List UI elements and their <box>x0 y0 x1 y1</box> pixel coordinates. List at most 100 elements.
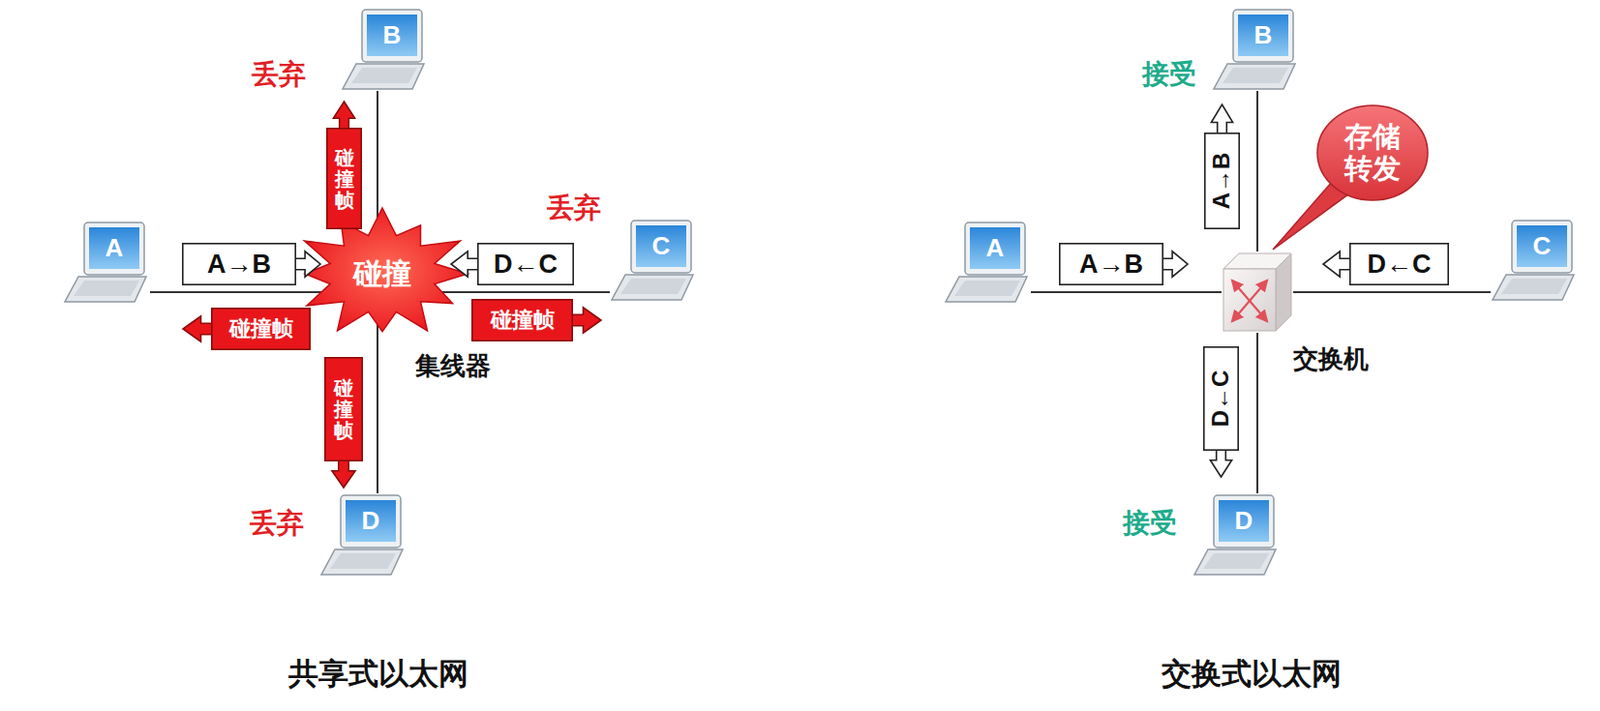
switch-arrow <box>1232 280 1250 302</box>
switch-front <box>1223 269 1276 332</box>
frame-text: A→B <box>1208 152 1237 211</box>
laptop-keyboard <box>620 278 687 295</box>
laptop-base <box>1194 549 1276 575</box>
computer-letter: C <box>1533 231 1552 262</box>
computer: D <box>319 493 407 577</box>
status-label: 接受 <box>1142 56 1197 93</box>
frame-body: 碰撞帧 <box>324 357 363 462</box>
network-cable <box>1293 291 1491 294</box>
frame-body: A→B <box>1204 132 1240 230</box>
laptop-keyboard <box>73 280 140 297</box>
collision-burst: 碰撞 <box>290 206 475 342</box>
laptop-bezel <box>1511 220 1572 273</box>
switch-label-area: 交换机 <box>1293 342 1369 377</box>
collision-frame-text: 碰撞帧 <box>333 377 354 442</box>
frame-arrow: D←C <box>1322 242 1450 286</box>
hub-label-area: 集线器 <box>415 349 491 384</box>
laptop-screen <box>366 14 418 57</box>
frame-arrow: 碰撞帧 <box>324 357 363 489</box>
computer-letter: D <box>362 506 381 537</box>
laptop-keyboard <box>351 67 418 84</box>
frame-body: 碰撞帧 <box>471 299 574 342</box>
frame-box <box>1350 243 1449 285</box>
frame-arrow: 碰撞帧 <box>181 307 311 351</box>
laptop-base <box>611 274 694 301</box>
computer-letter: B <box>383 20 402 51</box>
computer: C <box>609 218 697 302</box>
label: 共享式以太网 <box>288 654 469 695</box>
frame-box <box>1204 347 1238 451</box>
switch-icon <box>1221 251 1294 333</box>
frame-arrow: A→B <box>1204 103 1240 230</box>
collision-text: 碰撞 <box>353 254 412 295</box>
laptop-base <box>321 549 403 575</box>
arrow-head <box>451 251 479 277</box>
computer: B <box>340 7 428 91</box>
laptop-keyboard <box>1203 553 1269 570</box>
computer: A <box>62 220 151 304</box>
frame-box <box>472 300 573 341</box>
frame-text: D←C <box>493 249 558 280</box>
frame-text: A→B <box>1079 249 1144 280</box>
arrow-head <box>1162 251 1188 277</box>
label: 丢弃 <box>251 56 306 93</box>
laptop-base <box>945 276 1027 302</box>
callout-text: 存储 转发 <box>1341 120 1404 186</box>
frame-box <box>1059 243 1163 285</box>
frame-box <box>211 308 310 350</box>
frame-box <box>478 243 574 285</box>
status-label: 接受 <box>1122 505 1178 543</box>
label: 交换式以太网 <box>1161 654 1342 695</box>
arrow-head <box>332 460 356 488</box>
callout-ellipse <box>1317 105 1428 201</box>
callout-center: 存储 转发 <box>1315 103 1430 203</box>
laptop-keyboard <box>1222 67 1289 84</box>
frame-box <box>325 358 363 461</box>
computer-letter: A <box>105 233 124 264</box>
frame-body: A→B <box>181 242 297 286</box>
frame-body: 碰撞帧 <box>326 127 363 230</box>
frame-box <box>182 243 296 285</box>
label: 接受 <box>1122 505 1178 543</box>
frame-body: D←C <box>477 242 574 286</box>
computer-letter: B <box>1254 20 1273 51</box>
laptop-bezel <box>84 222 145 275</box>
frame-arrow: D←C <box>450 242 574 286</box>
network-cable <box>1256 90 1259 252</box>
arrow-head <box>295 251 321 277</box>
computer: A <box>943 220 1031 304</box>
screen-area: A <box>969 227 1021 270</box>
screen-area: D <box>1218 500 1269 543</box>
computer-letter: C <box>652 231 671 262</box>
collision-frame-text: 碰撞帧 <box>229 314 294 344</box>
switch: 交换机 <box>1221 251 1294 333</box>
frame-arrow: A→B <box>181 242 322 286</box>
arrow-head <box>1210 104 1233 134</box>
frame-text: D←C <box>1207 370 1236 428</box>
laptop-base <box>64 276 147 302</box>
laptop-bezel <box>631 220 692 273</box>
label: 丢弃 <box>249 505 304 543</box>
laptop-base <box>1213 63 1296 90</box>
arrow-head <box>332 101 355 129</box>
laptop-bezel <box>340 495 401 548</box>
computer-letter: D <box>1235 506 1254 537</box>
screen-area: C <box>635 225 687 268</box>
laptop-bezel <box>1233 9 1294 62</box>
laptop-screen <box>1516 225 1568 268</box>
network-cable <box>1030 291 1222 294</box>
arrow-head <box>572 307 602 333</box>
computer: C <box>1490 218 1578 302</box>
screen-area: B <box>366 14 418 57</box>
panel-caption: 共享式以太网 <box>288 654 469 695</box>
frame-arrow: 碰撞帧 <box>471 299 603 342</box>
screen-area: A <box>89 227 140 270</box>
frame-body: 碰撞帧 <box>211 307 311 351</box>
callout-bubble: 存储 转发 <box>1315 103 1430 203</box>
arrow-head <box>1323 251 1351 277</box>
frame-arrow: 碰撞帧 <box>326 100 363 230</box>
frame-box <box>327 128 362 229</box>
screen-area: D <box>345 500 396 543</box>
device-label: 集线器 <box>415 349 491 384</box>
